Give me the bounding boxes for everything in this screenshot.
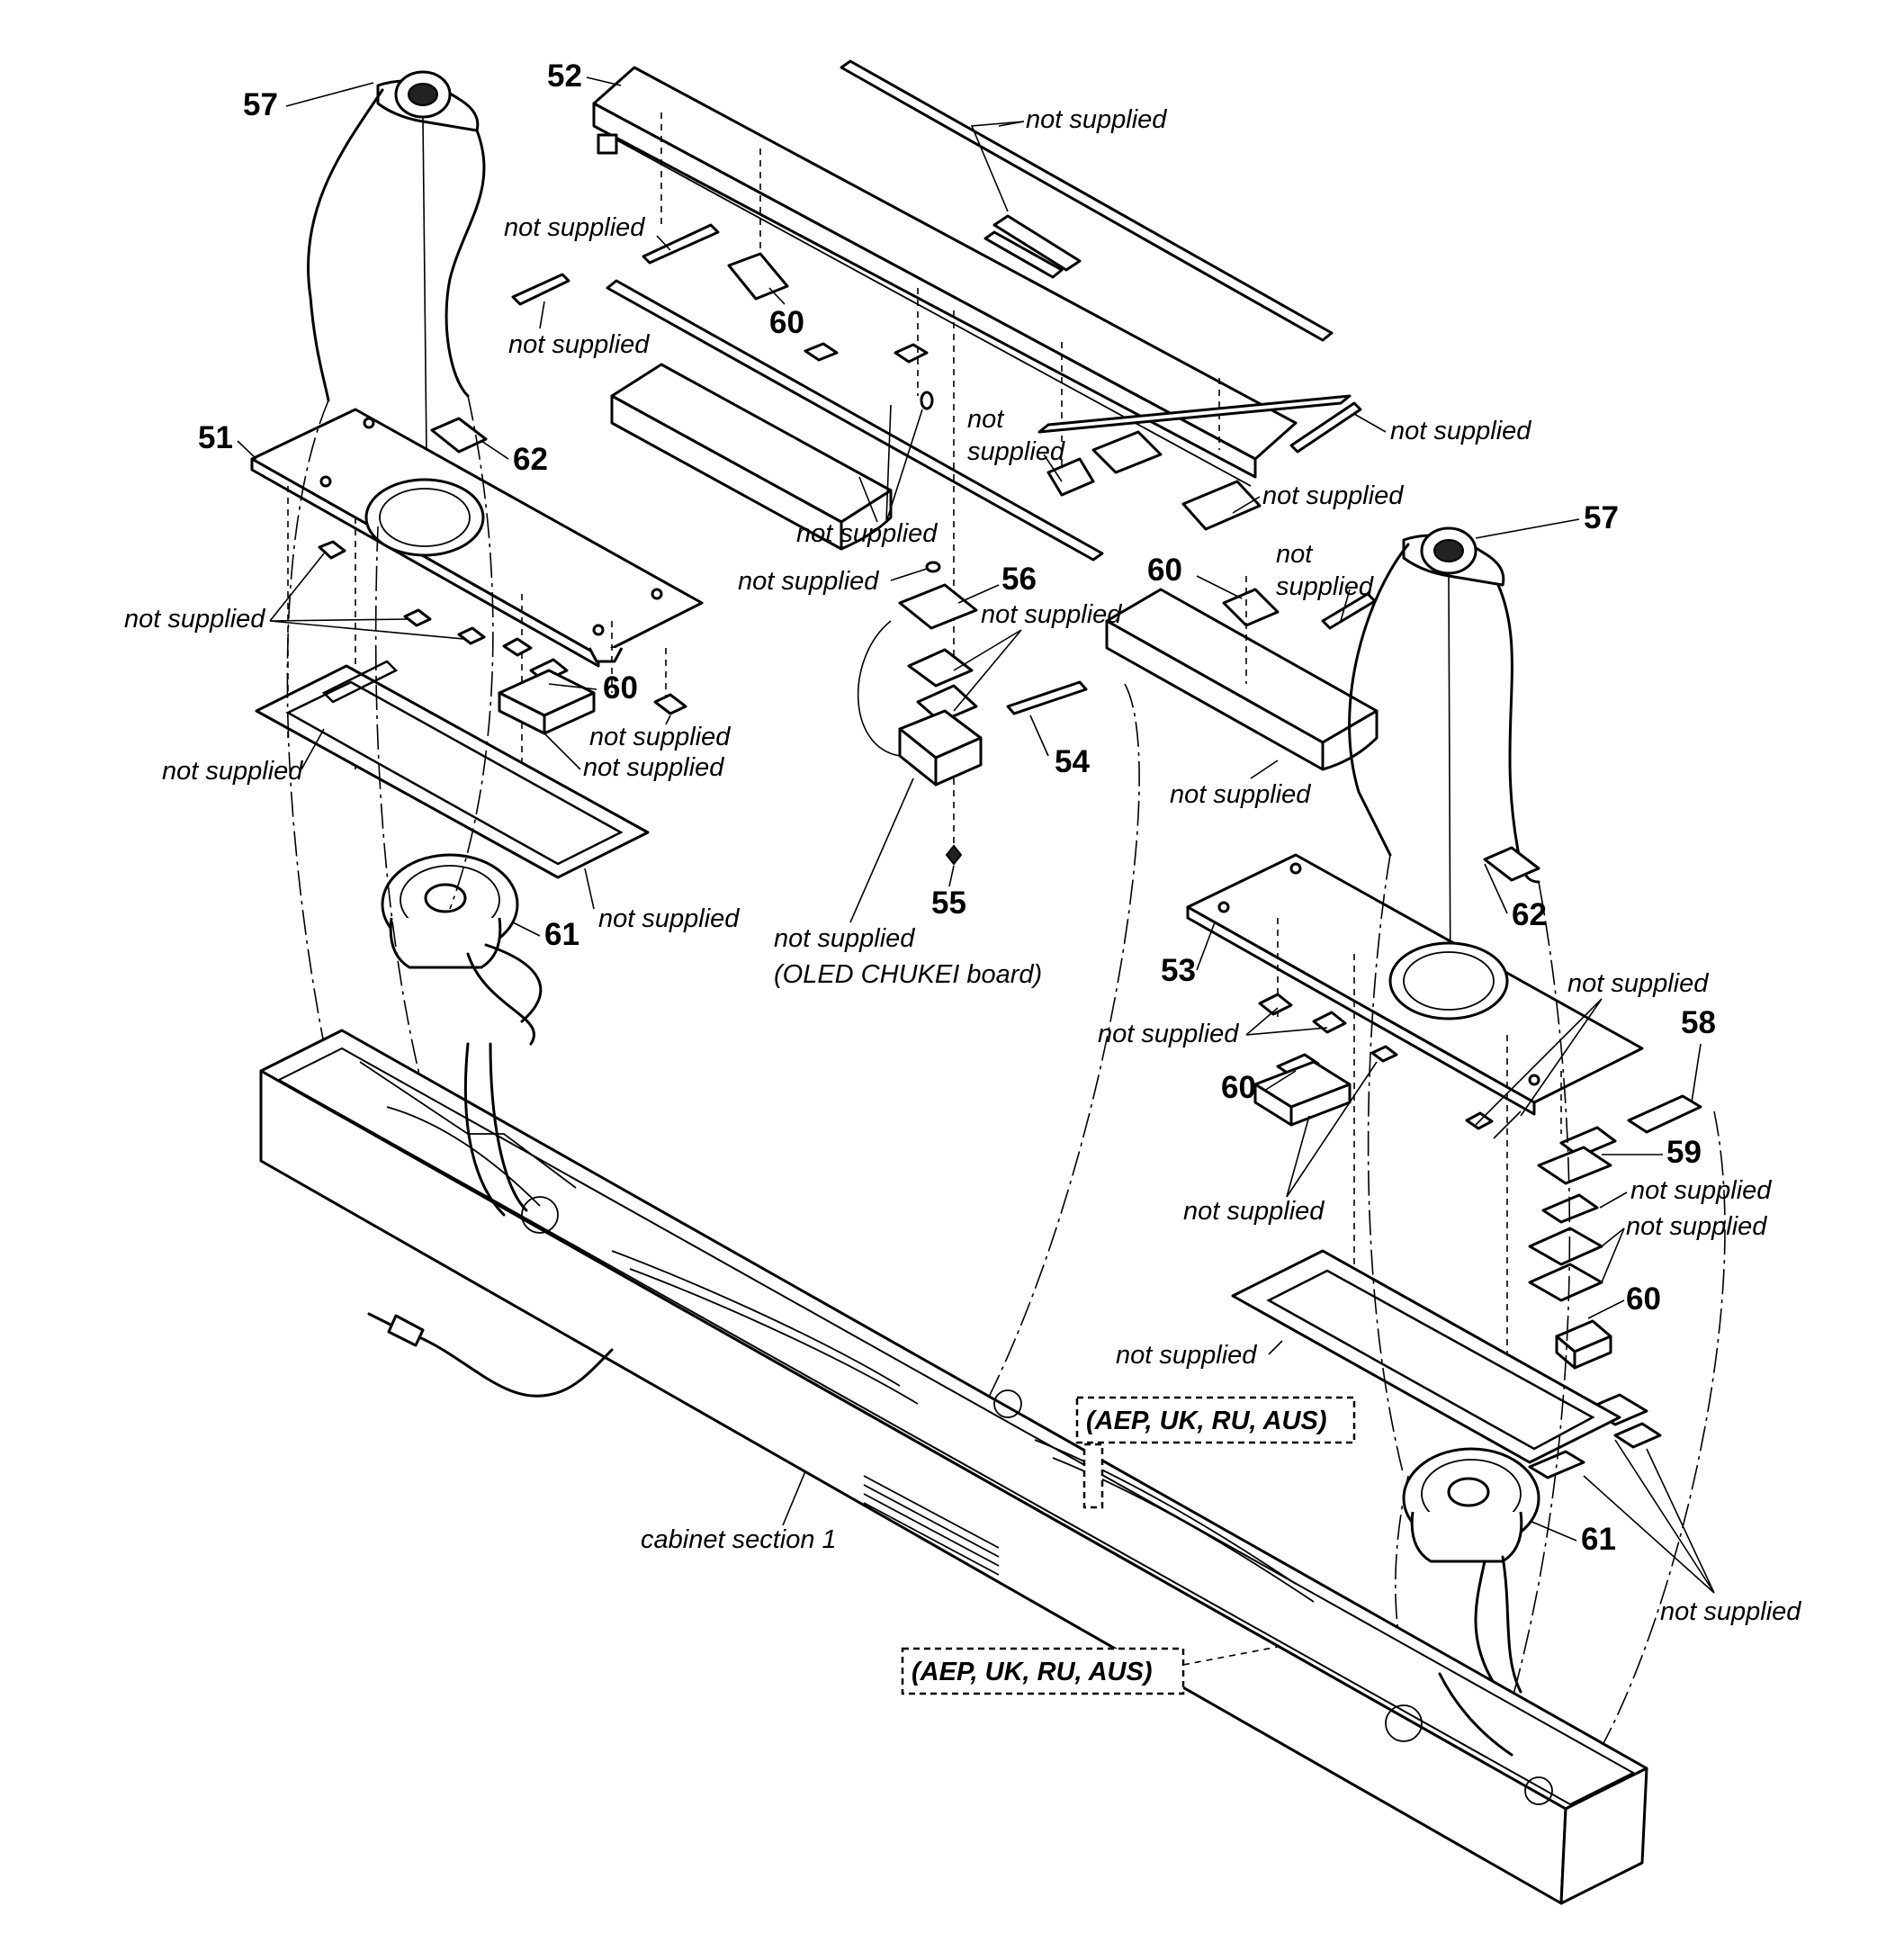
tweeter-right-57	[1348, 526, 1540, 1009]
note-ns-right-c-2: supplied	[1276, 572, 1374, 601]
speaker-board-right-53	[1186, 853, 1644, 1404]
label-51: 51	[198, 420, 233, 455]
note-ns-left-60-a: not supplied	[589, 723, 731, 751]
note-ns-right-gasket: not supplied	[1116, 1341, 1257, 1370]
note-ns-right-cushion: not supplied	[1170, 780, 1311, 809]
label-60-c: 60	[1147, 553, 1182, 588]
cushion-center	[610, 363, 893, 551]
woofer-right-61	[1402, 1447, 1540, 1694]
note-ns-right-53-pads: not supplied	[1098, 1020, 1239, 1048]
note-ns-left-gasket-b: not supplied	[598, 904, 740, 933]
label-60-b: 60	[603, 670, 638, 706]
note-ns-right-c-1: not	[1276, 540, 1314, 569]
strips-top	[606, 59, 1362, 562]
label-62-right: 62	[1512, 897, 1547, 932]
label-55: 55	[931, 886, 966, 921]
label-60-d: 60	[1221, 1070, 1256, 1105]
label-54: 54	[1055, 744, 1090, 779]
oled-parts	[857, 583, 1140, 1414]
label-57-right: 57	[1584, 500, 1619, 535]
note-cabinet: cabinet section 1	[641, 1525, 837, 1554]
note-ns-56: not supplied	[981, 600, 1122, 629]
not-supplied-notes: not supplied not supplied not supplied n…	[124, 105, 1801, 1626]
note-ns-right-top-pads: not supplied	[1567, 969, 1709, 998]
note-ns-right-59-a: not supplied	[1630, 1176, 1772, 1205]
label-59: 59	[1666, 1135, 1702, 1170]
label-58: 58	[1681, 1005, 1716, 1040]
note-ns-center-a-1: not	[967, 405, 1005, 434]
note-ns-screw: not supplied	[738, 567, 879, 596]
pads-right	[1253, 846, 1702, 1479]
note-ns-top-left-a: not supplied	[504, 213, 645, 242]
woofer-left-61	[381, 853, 543, 1046]
label-57-left: 57	[243, 87, 278, 122]
part-numbers: 57 52 51 62 60 60 61 56 54 55 57 60 62 5…	[198, 58, 1716, 1557]
top-board-52	[592, 66, 1298, 487]
note-ns-cushion-center: not supplied	[796, 519, 938, 548]
label-53: 53	[1161, 953, 1196, 988]
note-ns-right-b: not supplied	[1262, 481, 1404, 510]
note-ns-top-right: not supplied	[1026, 105, 1167, 134]
region-box-upper: (AEP, UK, RU, AUS)	[1075, 1396, 1356, 1509]
region-label-upper: (AEP, UK, RU, AUS)	[1086, 1407, 1326, 1435]
note-ns-right-60: not supplied	[1183, 1197, 1325, 1226]
pads-under-52	[511, 223, 1377, 630]
region-label-lower: (AEP, UK, RU, AUS)	[912, 1658, 1152, 1686]
speaker-board-left-51	[250, 408, 704, 774]
note-ns-right-59-b: not supplied	[1626, 1212, 1767, 1241]
label-61-left: 61	[544, 917, 579, 952]
vent-slots	[863, 1475, 1000, 1576]
note-ns-right-strip: not supplied	[1390, 417, 1531, 445]
note-ns-top-left-b: not supplied	[508, 330, 650, 359]
gasket-left	[255, 660, 650, 879]
label-56: 56	[1001, 562, 1037, 597]
pads-left	[318, 417, 687, 735]
label-52: 52	[547, 58, 582, 94]
label-61-right: 61	[1581, 1522, 1616, 1557]
label-60-a: 60	[769, 305, 804, 340]
label-62-left: 62	[513, 442, 548, 477]
note-ns-right-bottom: not supplied	[1660, 1597, 1801, 1626]
note-ns-oled-board: (OLED CHUKEI board)	[774, 960, 1042, 989]
tweeter-left-57	[306, 70, 486, 541]
note-ns-oled: not supplied	[774, 924, 915, 953]
gasket-right	[1231, 1249, 1621, 1464]
region-box-lower: (AEP, UK, RU, AUS)	[901, 1646, 1279, 1695]
label-60-e: 60	[1626, 1281, 1661, 1317]
note-ns-left-pads: not supplied	[124, 605, 265, 634]
note-ns-center-a-2: supplied	[967, 437, 1065, 466]
note-ns-left-gasket-a: not supplied	[162, 757, 303, 786]
note-ns-left-60-b: not supplied	[583, 753, 724, 782]
power-cord	[367, 1312, 614, 1398]
cabinet-section-1	[259, 1029, 1648, 1905]
